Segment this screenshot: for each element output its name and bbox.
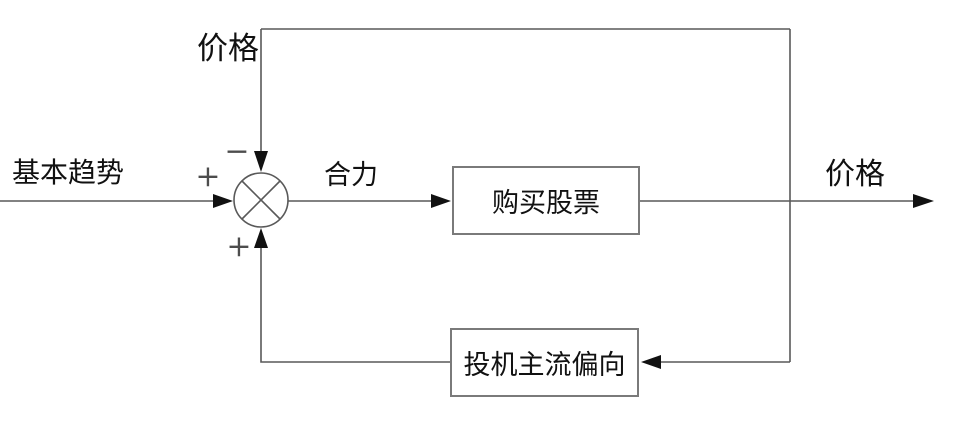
arrowhead-output-right [913, 194, 934, 208]
arrowhead-into-sum-top [254, 151, 268, 172]
summing-junction-cross-2 [241, 180, 281, 220]
feedback-box-speculative-bias: 投机主流偏向 [450, 328, 639, 397]
feedback-box-label: 投机主流偏向 [463, 350, 626, 381]
arrowhead-into-sum-left [213, 194, 233, 208]
sum-sign-plus-input: + [195, 159, 221, 194]
sum-sign-minus: − [224, 134, 250, 169]
label-top-feedback-price: 价格 [197, 31, 259, 67]
process-box-buy-stocks: 购买股票 [452, 166, 640, 235]
label-net-force: 合力 [324, 160, 378, 191]
arrowhead-into-feedback-box [641, 355, 661, 369]
process-box-label: 购买股票 [492, 188, 600, 219]
edge-bottom-feedback-left [260, 248, 450, 363]
label-input-basic-trend: 基本趋势 [12, 156, 125, 189]
arrowhead-into-sum-bottom [254, 228, 268, 248]
arrowhead-into-process-box [431, 194, 451, 208]
sum-sign-plus-feedback: + [226, 229, 252, 264]
label-output-price: 价格 [825, 157, 885, 192]
